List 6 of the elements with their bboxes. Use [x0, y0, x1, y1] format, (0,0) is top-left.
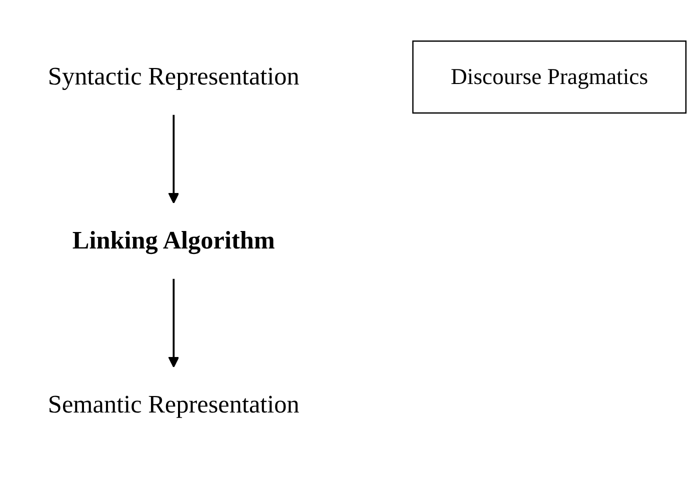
- arrow: [168, 114, 180, 204]
- node-text: Linking Algorithm: [72, 227, 275, 255]
- node-text: Semantic Representation: [48, 391, 300, 419]
- arrow: [168, 278, 180, 368]
- node-box: Discourse Pragmatics: [412, 40, 687, 114]
- node-text: Syntactic Representation: [48, 63, 300, 91]
